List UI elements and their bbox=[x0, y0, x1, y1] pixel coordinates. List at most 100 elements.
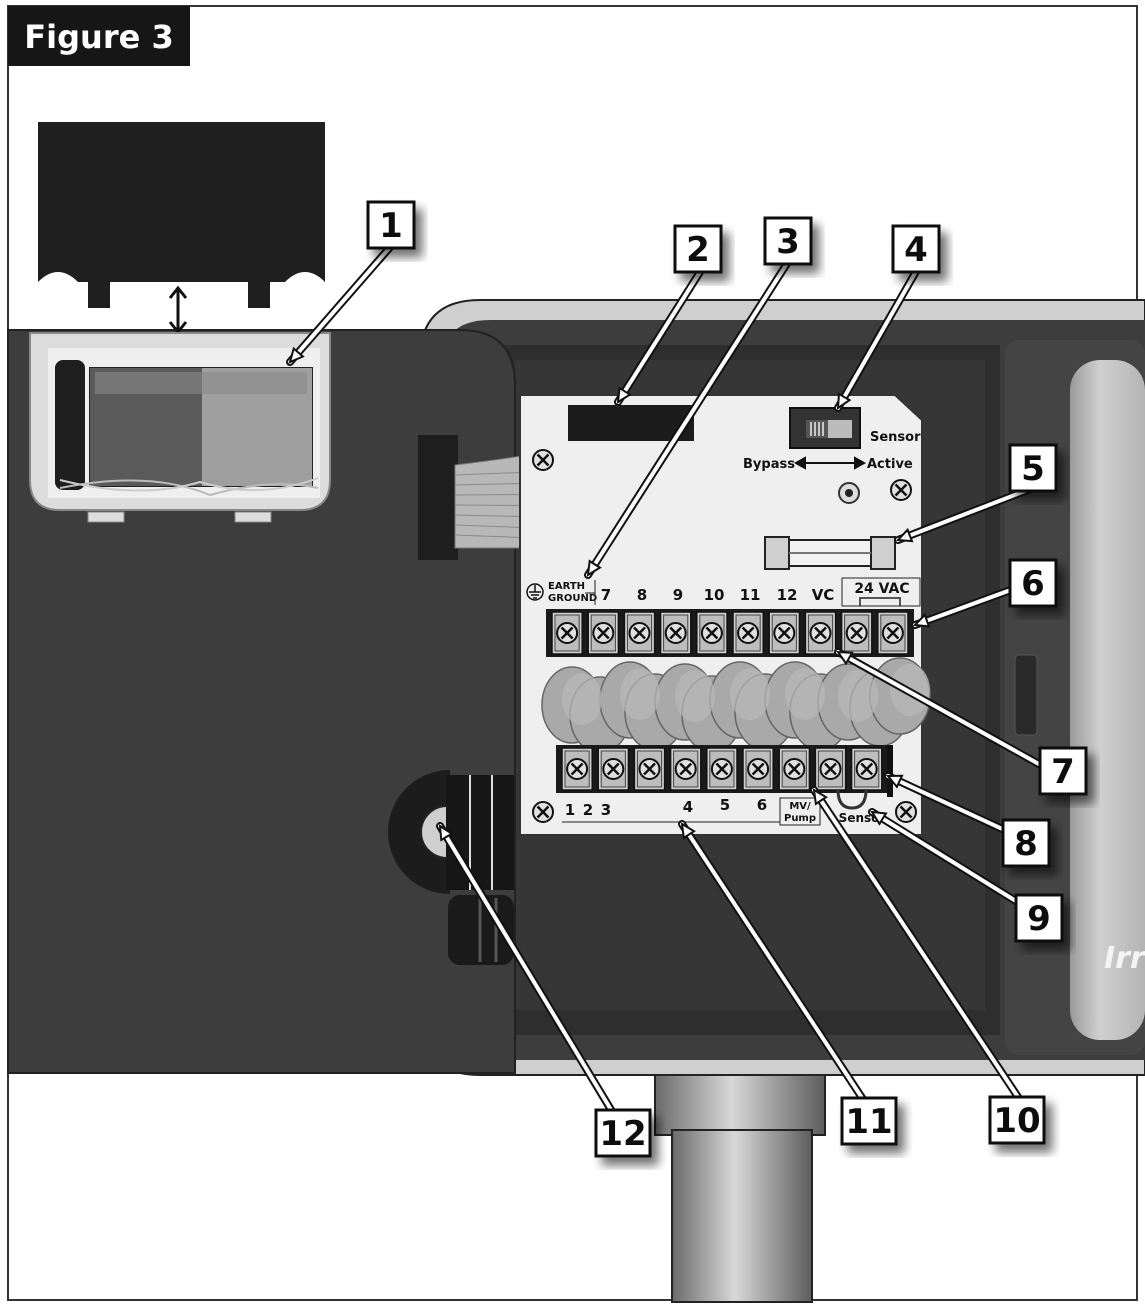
terminal-screw-icon bbox=[881, 622, 904, 644]
top-terminal-2[interactable] bbox=[587, 611, 620, 655]
bottom-terminal-6[interactable] bbox=[742, 747, 774, 791]
top-terminal-3[interactable] bbox=[623, 611, 656, 655]
terminal-screw-icon bbox=[602, 758, 625, 780]
mounting-screw-icon bbox=[890, 479, 912, 501]
vac-label: 24 VAC bbox=[854, 581, 909, 597]
callout-number: 8 bbox=[1014, 824, 1038, 864]
earth-ground-icon bbox=[526, 583, 544, 601]
mounting-pipe bbox=[654, 1074, 826, 1303]
terminal-screw-icon bbox=[819, 758, 842, 780]
bottom-terminal-1[interactable] bbox=[561, 747, 593, 791]
bottom-terminal-2[interactable] bbox=[597, 747, 630, 791]
front-panel bbox=[7, 329, 516, 1074]
top-terminal-labels: 7 8 9 10 11 12 VC bbox=[601, 586, 835, 604]
bottom-terminal-8[interactable] bbox=[814, 747, 847, 791]
sensor-bypass-switch[interactable] bbox=[789, 407, 861, 449]
terminal-label-3: 3 bbox=[601, 801, 611, 819]
top-terminal-strip bbox=[546, 609, 914, 657]
callout-number: 5 bbox=[1021, 449, 1045, 489]
pump-label: Pump bbox=[784, 813, 816, 824]
door-latch bbox=[388, 770, 450, 894]
terminal-screw-icon bbox=[783, 758, 806, 780]
top-terminal-6[interactable] bbox=[732, 611, 764, 655]
mounting-screw-icon bbox=[895, 801, 917, 823]
callout-7: 7 bbox=[1038, 746, 1088, 796]
bypass-active-arrow-icon bbox=[793, 456, 867, 470]
mv-label: MV/ bbox=[789, 801, 811, 812]
callout-pointer-arrow-icon bbox=[894, 482, 1042, 544]
board-mounting-screws bbox=[532, 449, 917, 823]
callout-pointer-arrow-icon bbox=[584, 258, 792, 579]
terminal-screw-icon bbox=[700, 622, 723, 644]
terminal-label-10: 10 bbox=[704, 586, 725, 604]
bottom-terminal-5[interactable] bbox=[706, 747, 738, 791]
bottom-terminal-labels: 1 2 3 4 5 6 bbox=[565, 796, 767, 819]
terminal-label-2: 2 bbox=[583, 801, 593, 819]
battery-compartment-cover bbox=[38, 122, 325, 308]
battery-compartment bbox=[29, 332, 331, 523]
terminal-screw-icon bbox=[737, 622, 760, 644]
top-terminal-7[interactable] bbox=[768, 611, 801, 655]
figure-title-text: Figure 3 bbox=[24, 18, 173, 56]
callout-number: 7 bbox=[1051, 752, 1075, 792]
callout-6: 6 bbox=[1008, 558, 1058, 608]
active-label: Active bbox=[867, 457, 913, 472]
terminal-screw-icon bbox=[664, 622, 687, 644]
callout-pointer-arrow-icon bbox=[678, 820, 874, 1114]
sensor-jumper-wire bbox=[836, 789, 868, 810]
callout-pointer-arrow-icon bbox=[834, 264, 922, 412]
bottom-terminal-9[interactable] bbox=[850, 747, 883, 791]
bottom-terminal-4[interactable] bbox=[669, 747, 702, 791]
callout-12: 12 bbox=[594, 1108, 652, 1158]
terminal-label-vc: VC bbox=[812, 586, 835, 604]
callout-number: 10 bbox=[993, 1101, 1040, 1141]
mounting-screw-icon bbox=[532, 801, 554, 823]
terminal-screw-icon bbox=[592, 622, 615, 644]
terminal-screw-icon bbox=[674, 758, 697, 780]
callout-pointer-arrow-icon bbox=[286, 241, 396, 366]
terminal-screw-icon bbox=[747, 758, 770, 780]
terminal-label-5: 5 bbox=[720, 796, 730, 814]
terminal-label-4: 4 bbox=[683, 798, 693, 816]
ground-label: GROUND bbox=[548, 593, 597, 604]
callout-pointer-arrow-icon bbox=[868, 808, 1044, 920]
terminal-screw-icon bbox=[566, 758, 589, 780]
earth-label: EARTH bbox=[548, 581, 585, 592]
callout-number: 4 bbox=[904, 230, 928, 270]
callout-number: 2 bbox=[686, 230, 710, 270]
bottom-terminal-3[interactable] bbox=[633, 747, 666, 791]
callout-pointer-arrow-icon bbox=[436, 822, 626, 1132]
bypass-label: Bypass bbox=[743, 457, 795, 472]
terminal-screw-icon bbox=[773, 622, 796, 644]
top-terminal-10[interactable] bbox=[877, 611, 909, 655]
terminal-screw-icon bbox=[710, 758, 733, 780]
terminal-label-6: 6 bbox=[757, 796, 767, 814]
brand-text-fragment: Irr bbox=[1104, 941, 1145, 976]
terminal-label-9: 9 bbox=[673, 586, 683, 604]
bottom-terminal-7[interactable] bbox=[778, 747, 811, 791]
bottom-terminal-strip bbox=[556, 745, 893, 797]
top-terminal-9[interactable] bbox=[840, 611, 873, 655]
callout-1: 1 bbox=[366, 200, 416, 250]
top-terminal-4[interactable] bbox=[659, 611, 692, 655]
terminal-label-1: 1 bbox=[565, 801, 575, 819]
top-terminal-1[interactable] bbox=[551, 611, 583, 655]
terminal-label-7: 7 bbox=[601, 586, 611, 604]
terminal-screw-icon bbox=[855, 758, 878, 780]
callout-pointer-arrow-icon bbox=[614, 268, 704, 406]
callout-number: 11 bbox=[845, 1102, 892, 1142]
terminal-label-12: 12 bbox=[777, 586, 798, 604]
terminal-screw-icon bbox=[556, 622, 579, 644]
callout-5: 5 bbox=[1008, 443, 1058, 493]
terminal-screw-icon bbox=[628, 622, 651, 644]
callout-number: 12 bbox=[599, 1114, 646, 1154]
callout-9: 9 bbox=[1014, 893, 1064, 943]
terminal-screw-icon bbox=[638, 758, 661, 780]
top-terminal-5[interactable] bbox=[696, 611, 728, 655]
callout-8: 8 bbox=[1001, 818, 1051, 868]
callout-pointer-arrow-icon bbox=[834, 648, 1050, 772]
terminal-label-8: 8 bbox=[637, 586, 647, 604]
top-terminal-8[interactable] bbox=[804, 611, 837, 655]
